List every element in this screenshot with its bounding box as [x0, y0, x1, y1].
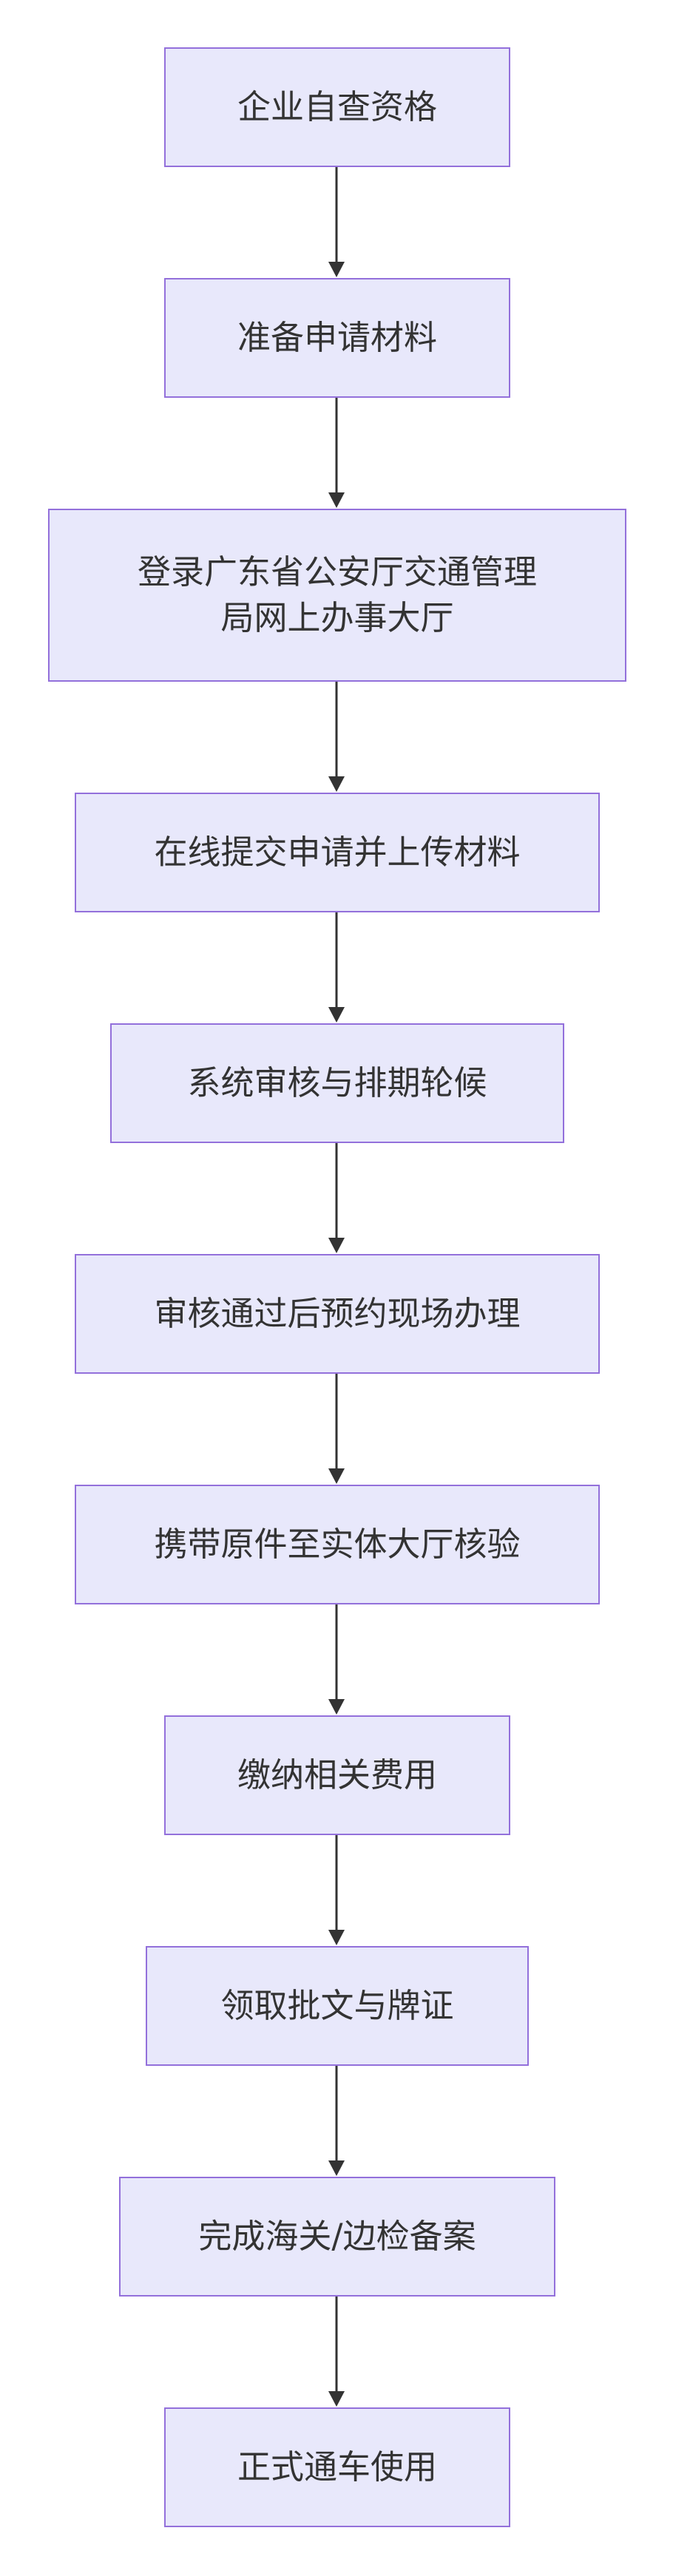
- arrow-head-icon: [328, 1238, 345, 1253]
- flow-step-label: 领取批文与牌证: [220, 1986, 454, 2025]
- flow-step-label: 缴纳相关费用: [237, 1755, 437, 1794]
- arrow-head-icon: [328, 1699, 345, 1715]
- flow-step-label: 审核通过后预约现场办理: [154, 1294, 521, 1333]
- flow-arrow-9: [328, 2066, 345, 2176]
- flow-step-label: 登录广东省公安厅交通管理局网上办事大厅: [137, 552, 537, 637]
- flow-step-label: 携带原件至实体大厅核验: [154, 1525, 521, 1564]
- flow-step-6: 审核通过后预约现场办理: [75, 1254, 600, 1374]
- flow-arrow-7: [328, 1604, 345, 1715]
- flow-step-label: 完成海关/边检备案: [198, 2217, 476, 2256]
- arrow-head-icon: [328, 1468, 345, 1484]
- arrow-head-icon: [328, 2391, 345, 2407]
- flow-step-11: 正式通车使用: [164, 2407, 510, 2527]
- flow-step-label: 系统审核与排期轮候: [187, 1063, 487, 1102]
- flow-step-1: 企业自查资格: [164, 47, 510, 167]
- flow-arrow-8: [328, 1835, 345, 1945]
- arrow-head-icon: [328, 2160, 345, 2176]
- flow-step-10: 完成海关/边检备案: [119, 2177, 555, 2297]
- flow-arrow-4: [328, 912, 345, 1023]
- flow-arrow-2: [328, 398, 345, 508]
- flow-step-label: 在线提交申请并上传材料: [154, 833, 521, 872]
- arrow-head-icon: [328, 776, 345, 792]
- arrow-head-icon: [328, 262, 345, 277]
- flow-arrow-1: [328, 167, 345, 277]
- arrow-head-icon: [328, 1007, 345, 1023]
- arrow-head-icon: [328, 1930, 345, 1945]
- flow-step-8: 缴纳相关费用: [164, 1715, 510, 1835]
- flow-step-5: 系统审核与排期轮候: [110, 1023, 564, 1143]
- flow-arrow-10: [328, 2297, 345, 2407]
- flow-step-7: 携带原件至实体大厅核验: [75, 1485, 600, 1604]
- flow-step-label: 准备申请材料: [237, 318, 437, 357]
- arrow-head-icon: [328, 492, 345, 508]
- flow-step-4: 在线提交申请并上传材料: [75, 793, 600, 912]
- flow-step-label: 正式通车使用: [237, 2447, 437, 2487]
- flow-arrow-5: [328, 1143, 345, 1253]
- flow-step-9: 领取批文与牌证: [146, 1946, 529, 2066]
- flow-step-label: 企业自查资格: [237, 87, 437, 126]
- flow-arrow-6: [328, 1374, 345, 1484]
- flow-arrow-3: [328, 682, 345, 792]
- flow-step-2: 准备申请材料: [164, 278, 510, 398]
- flow-step-3: 登录广东省公安厅交通管理局网上办事大厅: [48, 509, 626, 682]
